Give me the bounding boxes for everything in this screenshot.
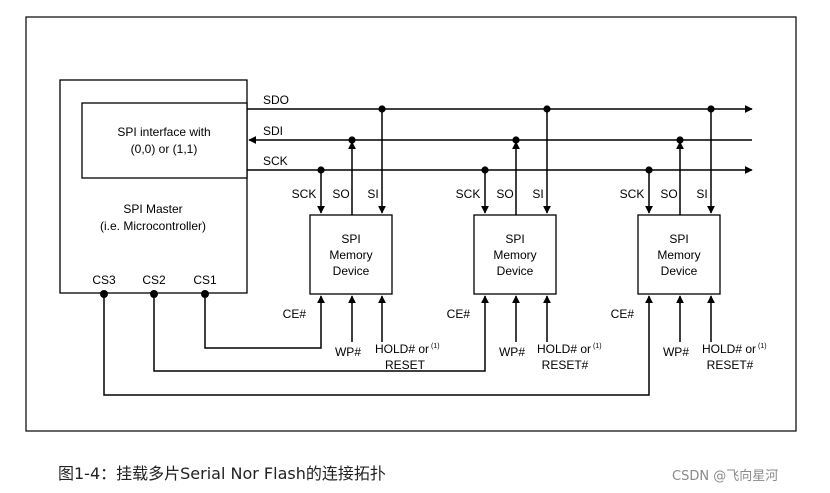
- junction-dot: [543, 105, 551, 113]
- hold-label: HOLD# or(1): [537, 342, 602, 356]
- interface-label-line1: SPI interface with: [117, 125, 210, 139]
- junction-dot: [317, 166, 325, 174]
- memory-device-3: SPI Memory Device SCK SO SI CE# WP# HOLD…: [611, 105, 767, 372]
- wp-label: WP#: [663, 345, 689, 359]
- cs3-wire: [103, 294, 653, 396]
- hold-label: HOLD# or(1): [702, 342, 767, 356]
- cs2-label: CS2: [142, 273, 166, 287]
- junction-dot: [645, 166, 653, 174]
- junction-dot: [481, 166, 489, 174]
- wp-label: WP#: [335, 345, 361, 359]
- pin-sck-label: SCK: [456, 187, 481, 201]
- figure-caption: 图1-4：挂载多片Serial Nor Flash的连接拓扑: [58, 464, 386, 483]
- device-name-line2: Memory: [493, 248, 536, 262]
- junction-dot: [378, 105, 386, 113]
- junction-dot: [348, 136, 356, 144]
- pin-so-label: SO: [660, 187, 677, 201]
- ce-label: CE#: [447, 307, 471, 321]
- reset-label: RESET#: [707, 358, 754, 372]
- device-name-line2: Memory: [329, 248, 372, 262]
- cs1-wire: [204, 294, 325, 349]
- cs1-dot: [201, 290, 209, 298]
- sdi-label: SDI: [263, 124, 283, 138]
- bus-lines: [247, 105, 753, 174]
- cs3-dot: [100, 290, 108, 298]
- master-title-line1: SPI Master: [123, 202, 182, 216]
- device-name-line1: SPI: [505, 232, 524, 246]
- chip-select-wires: [103, 294, 653, 396]
- watermark: CSDN @飞向星河: [672, 469, 779, 484]
- reset-label: RESET: [385, 358, 426, 372]
- cs3-label: CS3: [92, 273, 116, 287]
- hold-label: HOLD# or(1): [375, 342, 440, 356]
- device-name-line2: Memory: [657, 248, 700, 262]
- ce-label: CE#: [283, 307, 307, 321]
- memory-device-2: SPI Memory Device SCK SO SI CE# WP# HOLD…: [447, 105, 602, 372]
- sck-label: SCK: [263, 154, 288, 168]
- pin-sck-label: SCK: [292, 187, 317, 201]
- pin-so-label: SO: [332, 187, 349, 201]
- pin-si-label: SI: [367, 187, 378, 201]
- pin-so-label: SO: [496, 187, 513, 201]
- cs2-dot: [150, 290, 158, 298]
- interface-label-line2: (0,0) or (1,1): [131, 142, 198, 156]
- memory-device-box: [473, 214, 557, 295]
- cs2-wire: [153, 294, 489, 372]
- device-name-line3: Device: [661, 264, 698, 278]
- device-name-line1: SPI: [669, 232, 688, 246]
- cs1-label: CS1: [193, 273, 217, 287]
- junction-dot: [676, 136, 684, 144]
- reset-label: RESET#: [542, 358, 589, 372]
- device-name-line1: SPI: [341, 232, 360, 246]
- pin-sck-label: SCK: [620, 187, 645, 201]
- spi-interface-box: [81, 102, 248, 179]
- junction-dot: [512, 136, 520, 144]
- spi-master-block: SPI interface with (0,0) or (1,1) SPI Ma…: [59, 79, 248, 294]
- ce-label: CE#: [611, 307, 635, 321]
- sdo-label: SDO: [263, 93, 289, 107]
- memory-device-box: [309, 214, 393, 295]
- memory-device-box: [637, 214, 721, 295]
- pin-si-label: SI: [696, 187, 707, 201]
- device-name-line3: Device: [497, 264, 534, 278]
- master-title-line2: (i.e. Microcontroller): [100, 219, 206, 233]
- junction-dot: [707, 105, 715, 113]
- diagram-frame: [25, 16, 797, 432]
- pin-si-label: SI: [532, 187, 543, 201]
- device-name-line3: Device: [333, 264, 370, 278]
- wp-label: WP#: [499, 345, 525, 359]
- memory-device-1: SPI Memory Device SCK SO SI CE# WP# HOLD…: [283, 105, 440, 372]
